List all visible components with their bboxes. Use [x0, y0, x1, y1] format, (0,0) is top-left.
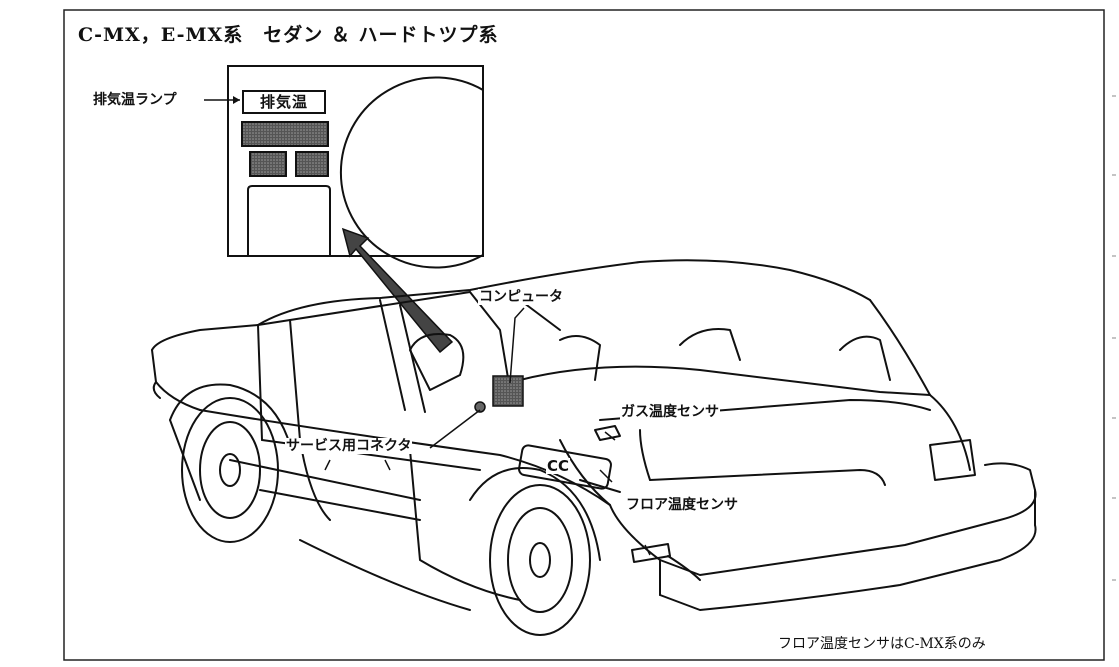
service-connector-label: サービス用コネクタ	[285, 438, 413, 454]
footnote: フロア温度センサはC-MX系のみ	[778, 636, 986, 652]
lamp-callout-arrowhead	[233, 96, 240, 104]
cc-label: CC	[546, 457, 571, 475]
instrument-panel	[227, 65, 484, 269]
computer-label: コンピュータ	[478, 289, 564, 305]
panel-indicator-wide	[241, 121, 329, 147]
pointer-arrow	[341, 227, 454, 354]
gas-temp-sensor-label: ガス温度センサ	[620, 404, 720, 420]
panel-indicator-right	[295, 151, 329, 177]
service-connector	[474, 401, 486, 413]
floor-temp-sensor-label: フロア温度センサ	[625, 497, 739, 513]
margin-ticks	[1112, 95, 1116, 581]
exhaust-temp-lamp: 排気温	[242, 90, 326, 114]
outer-border	[63, 9, 1105, 661]
leader-lines	[324, 307, 651, 556]
computer-unit	[492, 375, 524, 407]
diagram-title: C-MX，E-MX系 セダン ＆ ハードトツプ系	[78, 24, 499, 46]
panel-lower-box	[247, 185, 331, 257]
lamp-callout-label: 排気温ランプ	[92, 92, 178, 108]
panel-indicator-left	[249, 151, 287, 177]
